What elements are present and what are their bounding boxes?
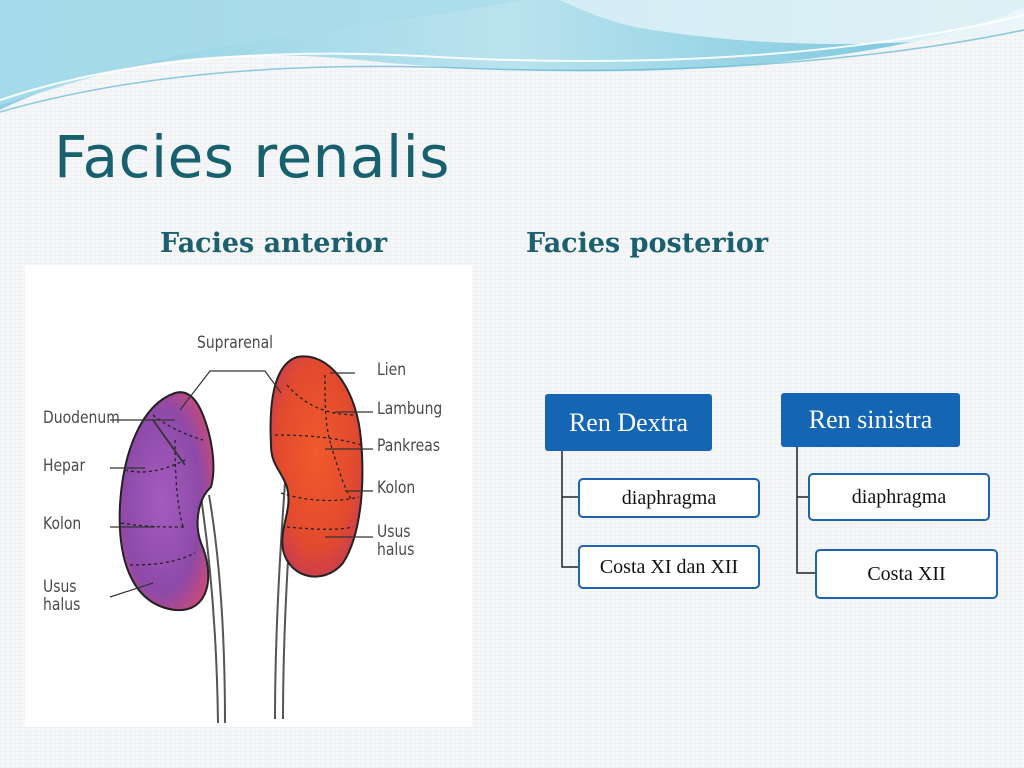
ren-sinistra-diaphragma-box: diaphragma xyxy=(808,473,990,521)
ren-dextra-box: Ren Dextra xyxy=(545,394,712,451)
ren-dextra-diaphragma-box: diaphragma xyxy=(578,478,760,518)
ren-dextra-costa-box: Costa XI dan XII xyxy=(578,545,760,589)
ren-sinistra-box: Ren sinistra xyxy=(781,393,960,447)
ren-sinistra-costa-box: Costa XII xyxy=(815,549,998,599)
